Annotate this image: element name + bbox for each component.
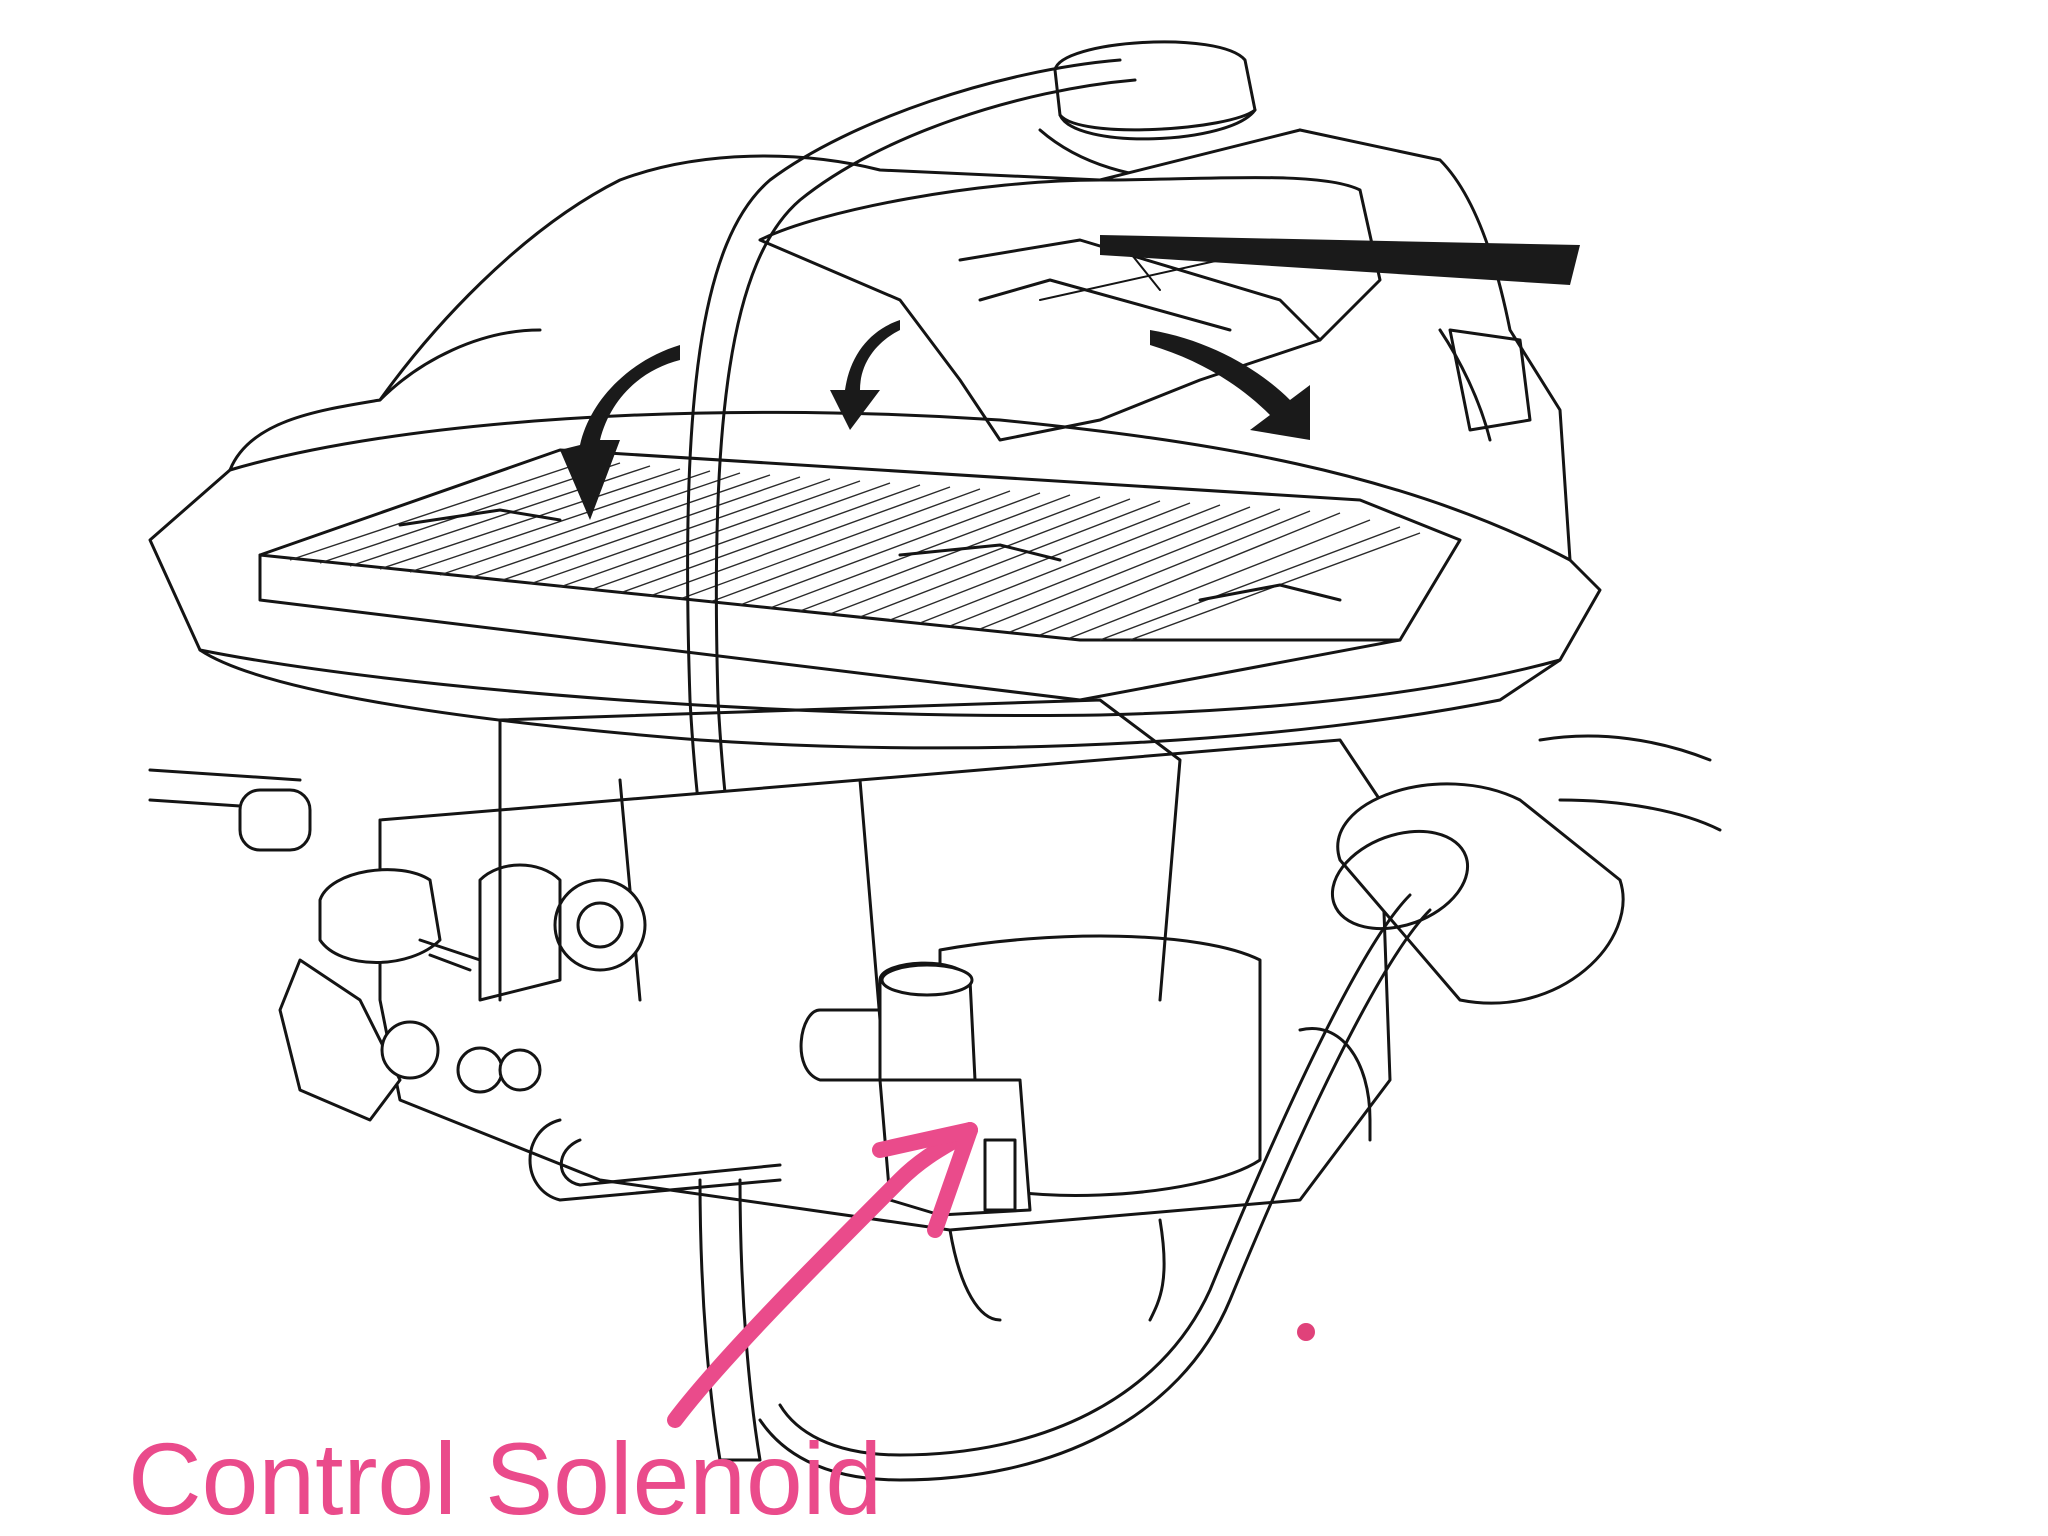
airflow-arrow-top-right	[1100, 235, 1580, 285]
airflow-arrow-left	[560, 345, 680, 520]
annotation-arrow	[667, 1122, 978, 1428]
fuel-filter-canister	[1330, 734, 1722, 1005]
lower-fuel-hose	[528, 1118, 782, 1462]
left-fittings	[148, 768, 647, 1122]
right-loop-hose	[758, 893, 1432, 1482]
airflow-arrow-right	[1150, 330, 1310, 440]
airflow-arrow-middle	[830, 320, 900, 430]
air-filter-element	[258, 448, 1462, 702]
ink-dot	[1297, 1323, 1315, 1341]
breather-frame	[758, 176, 1382, 442]
airflow-arrows	[560, 235, 1580, 520]
annotation-label: Control Solenoid	[128, 1422, 883, 1536]
filter-pleats	[289, 459, 1421, 641]
engine-base	[948, 1027, 1372, 1322]
